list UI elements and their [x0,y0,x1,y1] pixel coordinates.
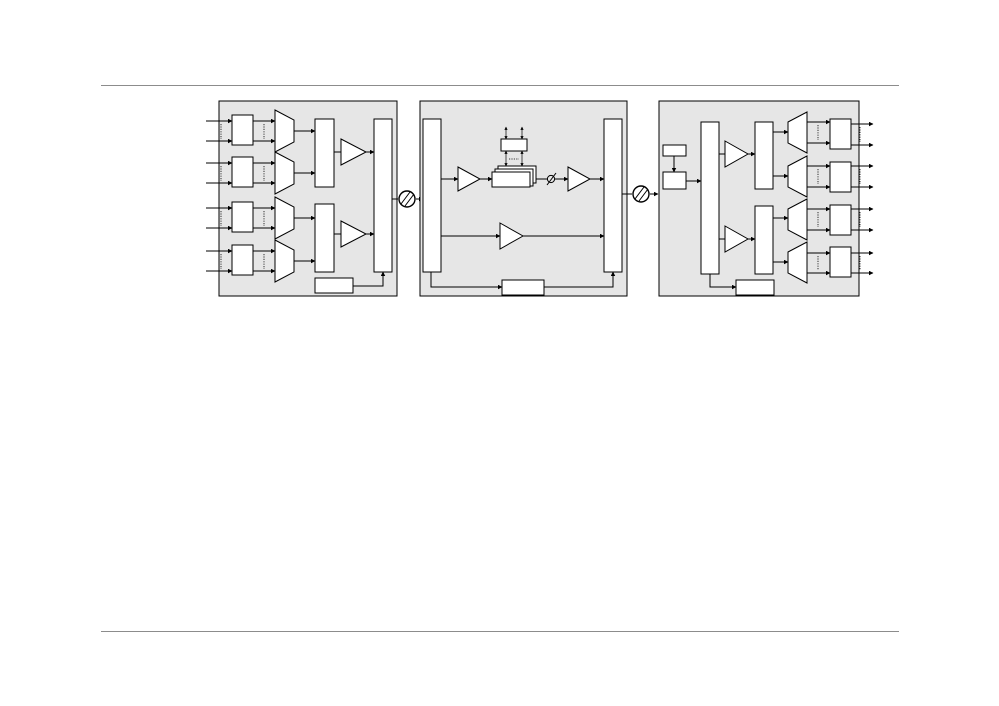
output-module-3 [829,204,852,236]
link-amplifier-3 [499,222,525,250]
input-module-1 [231,114,254,146]
multiplexer-2 [274,151,295,195]
input-module-2 [231,156,254,188]
multiplexer-3 [274,196,295,240]
receiver-panel [658,100,874,297]
bottom-rule [101,631,899,632]
demultiplexer-1 [787,111,808,154]
module-to-mux-lines [253,118,276,274]
receiver-amplifier-2 [724,225,750,253]
link-input-coupler [422,118,442,273]
link-control-unit [500,138,528,152]
link-amplifier-1 [457,166,482,192]
link-amplifier-2 [567,166,592,192]
phase-shifter [546,172,557,186]
transmitter-amplifier-2 [340,220,368,248]
receiver-splitter [700,121,720,275]
output-module-2 [829,161,852,193]
link-processing-panel [419,100,628,297]
transmitter-output-coupler [373,118,393,273]
link-processing-background [419,100,628,297]
fiber-connector-2 [622,185,659,203]
demultiplexer-4 [787,241,808,284]
transmitter-panel [206,100,398,297]
demux-to-output-lines [807,119,831,276]
output-module-1 [829,118,852,150]
output-module-4 [829,246,852,278]
multiplexer-1 [274,109,295,153]
receiver-distribution-2 [754,205,774,275]
combiner-2 [314,203,335,273]
multiplexer-4 [274,239,295,283]
receiver-output-lines [851,121,874,276]
top-rule [101,85,899,86]
demultiplexer-3 [787,198,808,241]
receiver-pre-block [662,144,687,157]
mux-to-combiner-lines [294,128,316,264]
combiner-1 [314,118,335,188]
link-output-coupler [603,118,623,273]
receiver-amplifier-1 [724,140,750,168]
transmitter-input-lines [206,118,233,274]
fiber-connector-1 [392,190,424,208]
input-module-3 [231,201,254,233]
receiver-control-block [735,279,775,296]
processor-stack-layer-1 [491,171,531,188]
demultiplexer-2 [787,155,808,198]
transmitter-amplifier-1 [340,138,368,166]
link-monitor-block [501,279,545,296]
receiver-distribution-1 [754,121,774,190]
input-module-4 [231,244,254,276]
transmitter-control-block [314,277,354,294]
receiver-detector-block [662,171,687,190]
